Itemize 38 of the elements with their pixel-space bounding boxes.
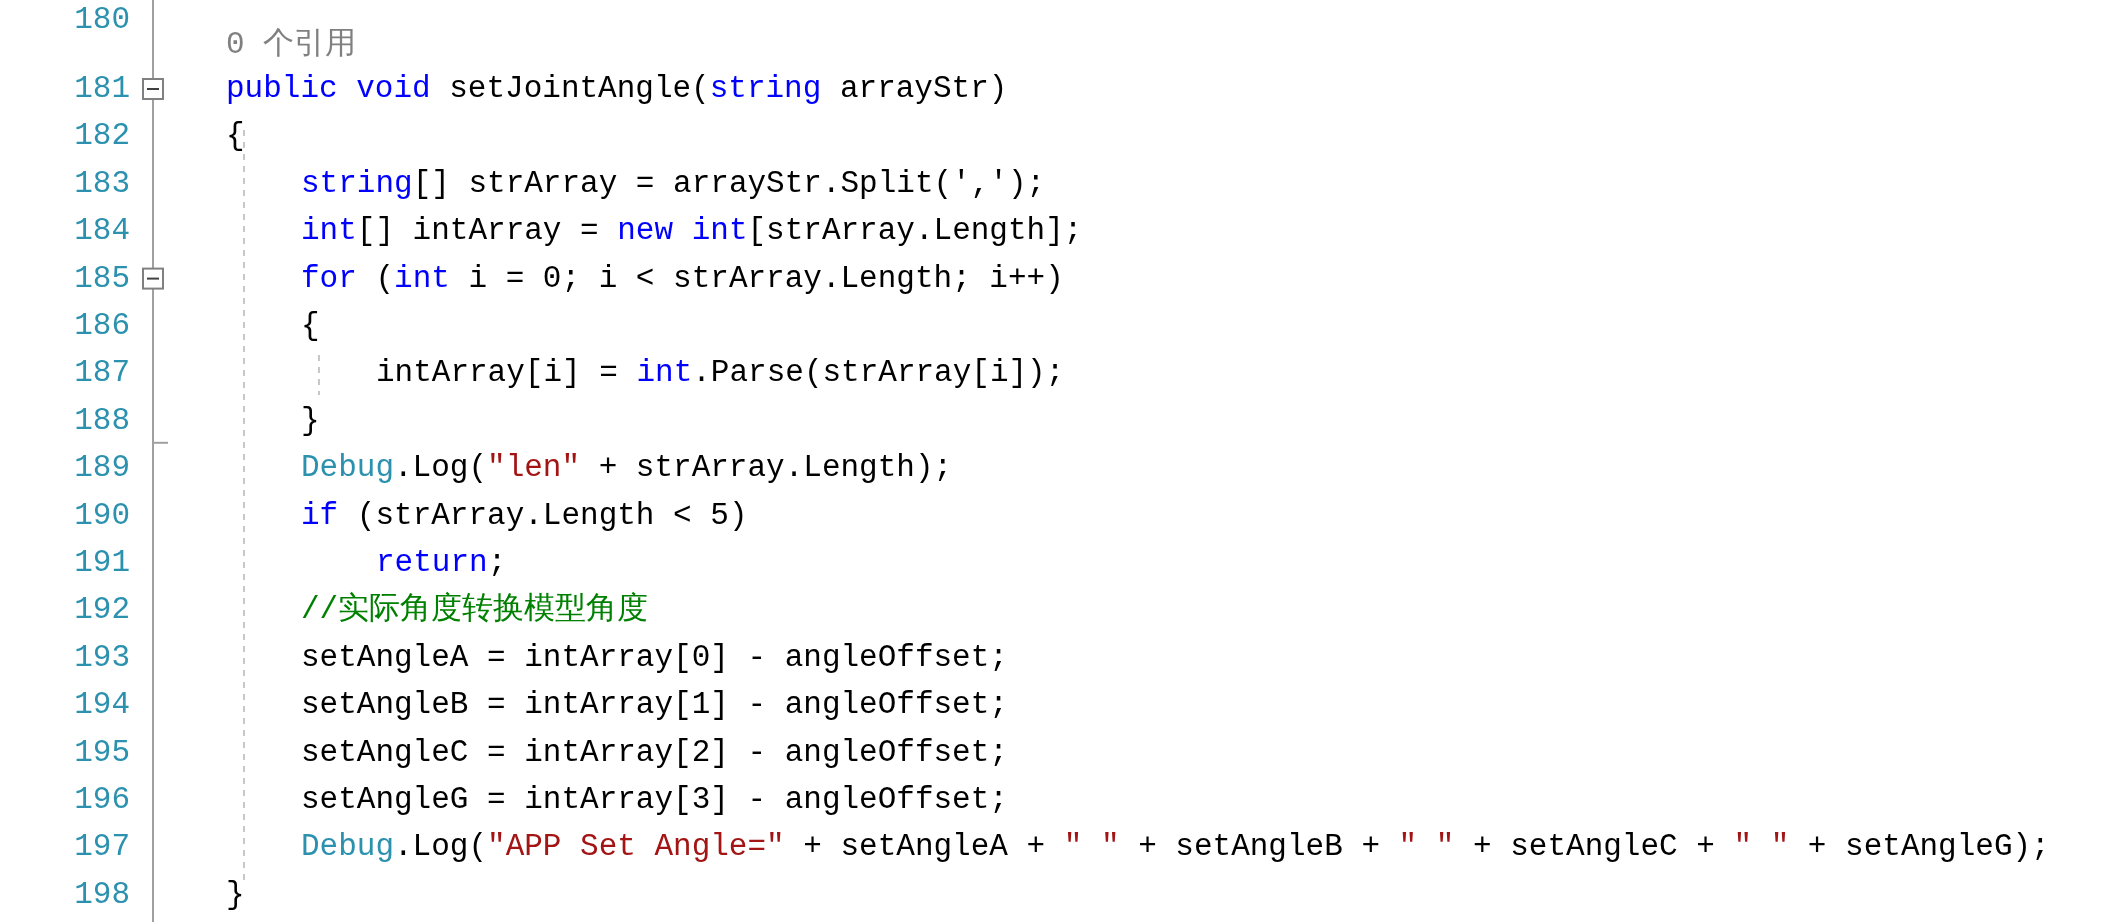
code-line: setAngleG = intArray[3] - angleOffset; — [301, 781, 1008, 819]
code-line: { — [226, 117, 245, 156]
code-line: } — [301, 401, 320, 440]
line-number: 183 — [73, 164, 130, 203]
code-line: if (strArray.Length < 5) — [301, 496, 748, 535]
code-line: { — [301, 307, 320, 345]
code-line: intArray[i] = int.Parse(strArray[i]); — [376, 354, 1065, 393]
line-number: 188 — [73, 401, 130, 440]
line-number: 190 — [73, 496, 130, 535]
line-number: 187 — [73, 354, 130, 393]
line-number: 185 — [73, 259, 130, 298]
code-line: //实际角度转换模型角度 — [301, 591, 649, 630]
code-line: Debug.Log("APP Set Angle=" + setAngleA + " " + setAngleB + " " + setAngleC + " " + setAngleG); — [301, 828, 2050, 867]
line-number: 181 — [73, 70, 130, 108]
line-number: 184 — [73, 212, 130, 251]
line-number: 186 — [73, 307, 130, 345]
line-number: 193 — [73, 638, 130, 677]
line-number: 191 — [73, 544, 130, 582]
code-line: for (int i = 0; i < strArray.Length; i++) — [301, 259, 1064, 298]
line-number: 198 — [73, 875, 130, 914]
line-number: 196 — [73, 781, 130, 819]
line-number: 180 — [73, 1, 130, 39]
code-comment: return; — [376, 544, 507, 582]
code-line: setAngleA = intArray[0] - angleOffset; — [301, 638, 1008, 677]
line-number: 195 — [73, 733, 130, 772]
code-line: int[] intArray = new int[strArray.Length]; — [301, 212, 1083, 251]
line-number: 189 — [73, 449, 130, 488]
line-number: 194 — [73, 686, 130, 725]
code-line: setAngleC = intArray[2] - angleOffset; — [301, 733, 1008, 772]
line-number: 182 — [73, 117, 130, 156]
code-line: string[] strArray = arrayStr.Split(','); — [301, 164, 1046, 203]
reference-count: 0 个引用 — [226, 26, 357, 64]
line-number: 197 — [73, 828, 130, 867]
code-line: public void setJointAngle(string arrayStr) — [226, 70, 1008, 108]
code-line: setAngleB = intArray[1] - angleOffset; — [301, 686, 1008, 725]
code-line: } — [226, 875, 245, 914]
code-line: Debug.Log("len" + strArray.Length); — [301, 449, 953, 488]
line-number: 192 — [73, 591, 130, 630]
